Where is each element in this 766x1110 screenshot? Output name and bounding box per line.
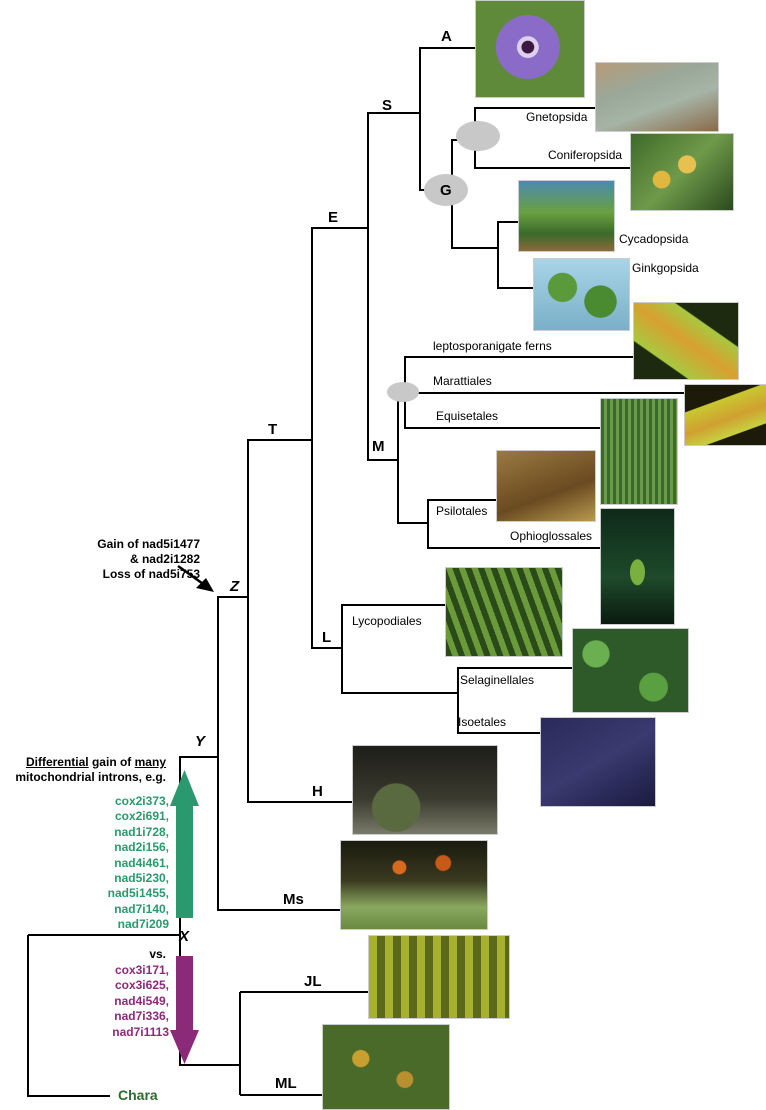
annotation-arrow-head	[196, 578, 214, 592]
node-label-a: A	[441, 28, 452, 45]
lost-intron: nad4i549,	[114, 993, 169, 1008]
node-label-s: S	[382, 97, 393, 114]
taxon-chara: Chara	[118, 1087, 158, 1103]
lost-intron: cox3i625,	[114, 978, 169, 993]
node-label-t: T	[268, 421, 278, 438]
loss-arrow	[170, 956, 199, 1064]
pine-photo	[630, 133, 734, 211]
passionflower-photo	[475, 0, 585, 98]
lost-intron: nad7i336,	[114, 1009, 169, 1024]
gained-intron: nad1i728,	[114, 824, 169, 839]
node-ellipse-g	[424, 174, 468, 206]
ophioglossum-photo	[600, 508, 675, 625]
ginkgo-photo	[533, 258, 630, 331]
node-label-z: Z	[230, 578, 240, 595]
welwitschia-photo	[595, 62, 719, 132]
equisetum-photo	[600, 398, 678, 505]
taxon-marattiales: Marattiales	[433, 374, 492, 388]
taxon-ginkgopsida: Ginkgopsida	[632, 261, 699, 275]
taxon-ophioglossales: Ophioglossales	[510, 529, 593, 543]
gained-intron: nad4i461,	[114, 855, 169, 870]
node-label-e: E	[328, 209, 339, 226]
node-ellipse-upper	[456, 121, 500, 151]
lost-intron: nad7i1113	[112, 1024, 169, 1039]
lost-introns-list: cox3i171, cox3i625, nad4i549, nad7i336, …	[112, 963, 169, 1040]
isoetes-photo	[540, 717, 656, 807]
taxon-equisetales: Equisetales	[436, 409, 499, 423]
lycopodium-photo	[445, 567, 563, 657]
psilotum-photo	[496, 450, 596, 522]
taxon-cycadopsida: Cycadopsida	[619, 232, 689, 246]
taxon-lycopodiales: Lycopodiales	[352, 614, 422, 628]
node-label-g: G	[440, 182, 452, 199]
fern-sori-photo	[633, 302, 739, 380]
node-ellipse-fern	[387, 382, 419, 402]
hornwort-photo	[352, 745, 498, 835]
marchantioid-liverwort-photo	[322, 1024, 450, 1110]
annotation-z-line2: & nad2i1282	[129, 552, 200, 566]
annotation-z-line1: Gain of nad5i1477	[97, 537, 200, 551]
node-label-ms: Ms	[283, 891, 304, 908]
annotation-z-line3: Loss of nad5i753	[102, 567, 200, 581]
taxon-gnetopsida: Gnetopsida	[526, 110, 588, 124]
differential-word: Differential	[25, 755, 89, 769]
node-label-h: H	[312, 783, 323, 800]
taxon-selaginellales: Selaginellales	[460, 673, 535, 687]
selaginella-photo	[572, 628, 689, 713]
gained-introns-list: cox2i373, cox2i691, nad1i728, nad2i156, …	[108, 794, 169, 933]
node-label-ml: ML	[275, 1075, 297, 1092]
gained-intron: nad7i209	[117, 917, 169, 932]
jungermanniid-liverwort-photo	[368, 935, 510, 1019]
lost-intron: cox3i171,	[114, 963, 169, 977]
differential-mid: gain of	[88, 755, 135, 769]
taxon-isoetales: Isoetales	[458, 715, 507, 729]
gained-intron: cox2i373,	[114, 794, 169, 808]
marattia-frond-photo	[684, 384, 766, 446]
gain-arrow	[170, 770, 199, 918]
gained-intron: nad2i156,	[114, 840, 169, 855]
annotation-z: Gain of nad5i1477 & nad2i1282 Loss of na…	[97, 537, 200, 582]
gained-intron: nad7i140,	[114, 901, 169, 916]
node-label-m: M	[372, 438, 385, 455]
gained-intron: cox2i691,	[114, 809, 169, 824]
node-label-jl: JL	[304, 973, 322, 990]
node-label-l: L	[322, 629, 332, 646]
taxon-leptosporangiate-ferns: leptosporanigate ferns	[433, 339, 552, 353]
many-word: many	[134, 755, 166, 769]
gained-intron: nad5i230,	[114, 871, 169, 886]
node-label-y: Y	[195, 733, 206, 750]
differential-heading-line1: Differential gain of many	[15, 755, 166, 770]
taxon-psilotales: Psilotales	[436, 504, 488, 518]
differential-heading: Differential gain of many mitochondrial …	[15, 755, 166, 785]
node-label-x: X	[179, 928, 190, 945]
cycad-photo	[518, 180, 615, 252]
differential-heading-line2: mitochondrial introns, e.g.	[15, 770, 166, 784]
taxon-coniferopsida: Coniferopsida	[548, 148, 623, 162]
vs-label: vs.	[149, 947, 166, 961]
gained-intron: nad5i1455,	[107, 886, 169, 901]
moss-photo	[340, 840, 488, 930]
